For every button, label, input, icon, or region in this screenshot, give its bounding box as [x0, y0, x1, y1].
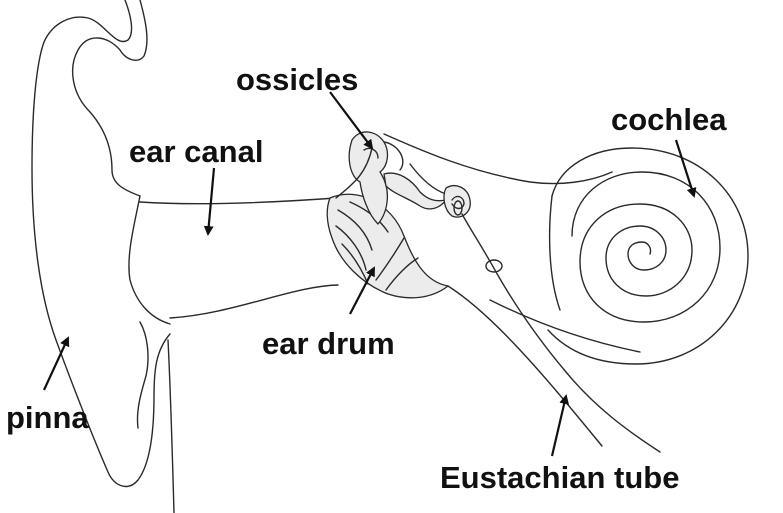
label-ear-drum: ear drum [262, 326, 395, 361]
label-ossicles: ossicles [236, 62, 358, 97]
ear-canal-shape [128, 195, 339, 325]
cochlea-shape [547, 147, 749, 365]
ear-canal-pointer [203, 167, 216, 236]
pinna-pointer [43, 336, 70, 391]
ear-drum-shape [326, 193, 449, 299]
ossicles-shape [348, 131, 471, 225]
label-ear-canal: ear canal [129, 134, 263, 169]
label-pinna: pinna [6, 400, 89, 435]
label-eustachian-tube: Eustachian tube [440, 460, 679, 495]
label-cochlea: cochlea [611, 102, 727, 137]
pinna-shape [31, 0, 175, 513]
eustachian-tube-pointer [550, 394, 570, 457]
eustachian-tube-shape [335, 133, 661, 453]
cochlea-pointer [674, 139, 697, 198]
ear-drum-pointer [349, 266, 375, 315]
ossicles-pointer [329, 91, 374, 150]
